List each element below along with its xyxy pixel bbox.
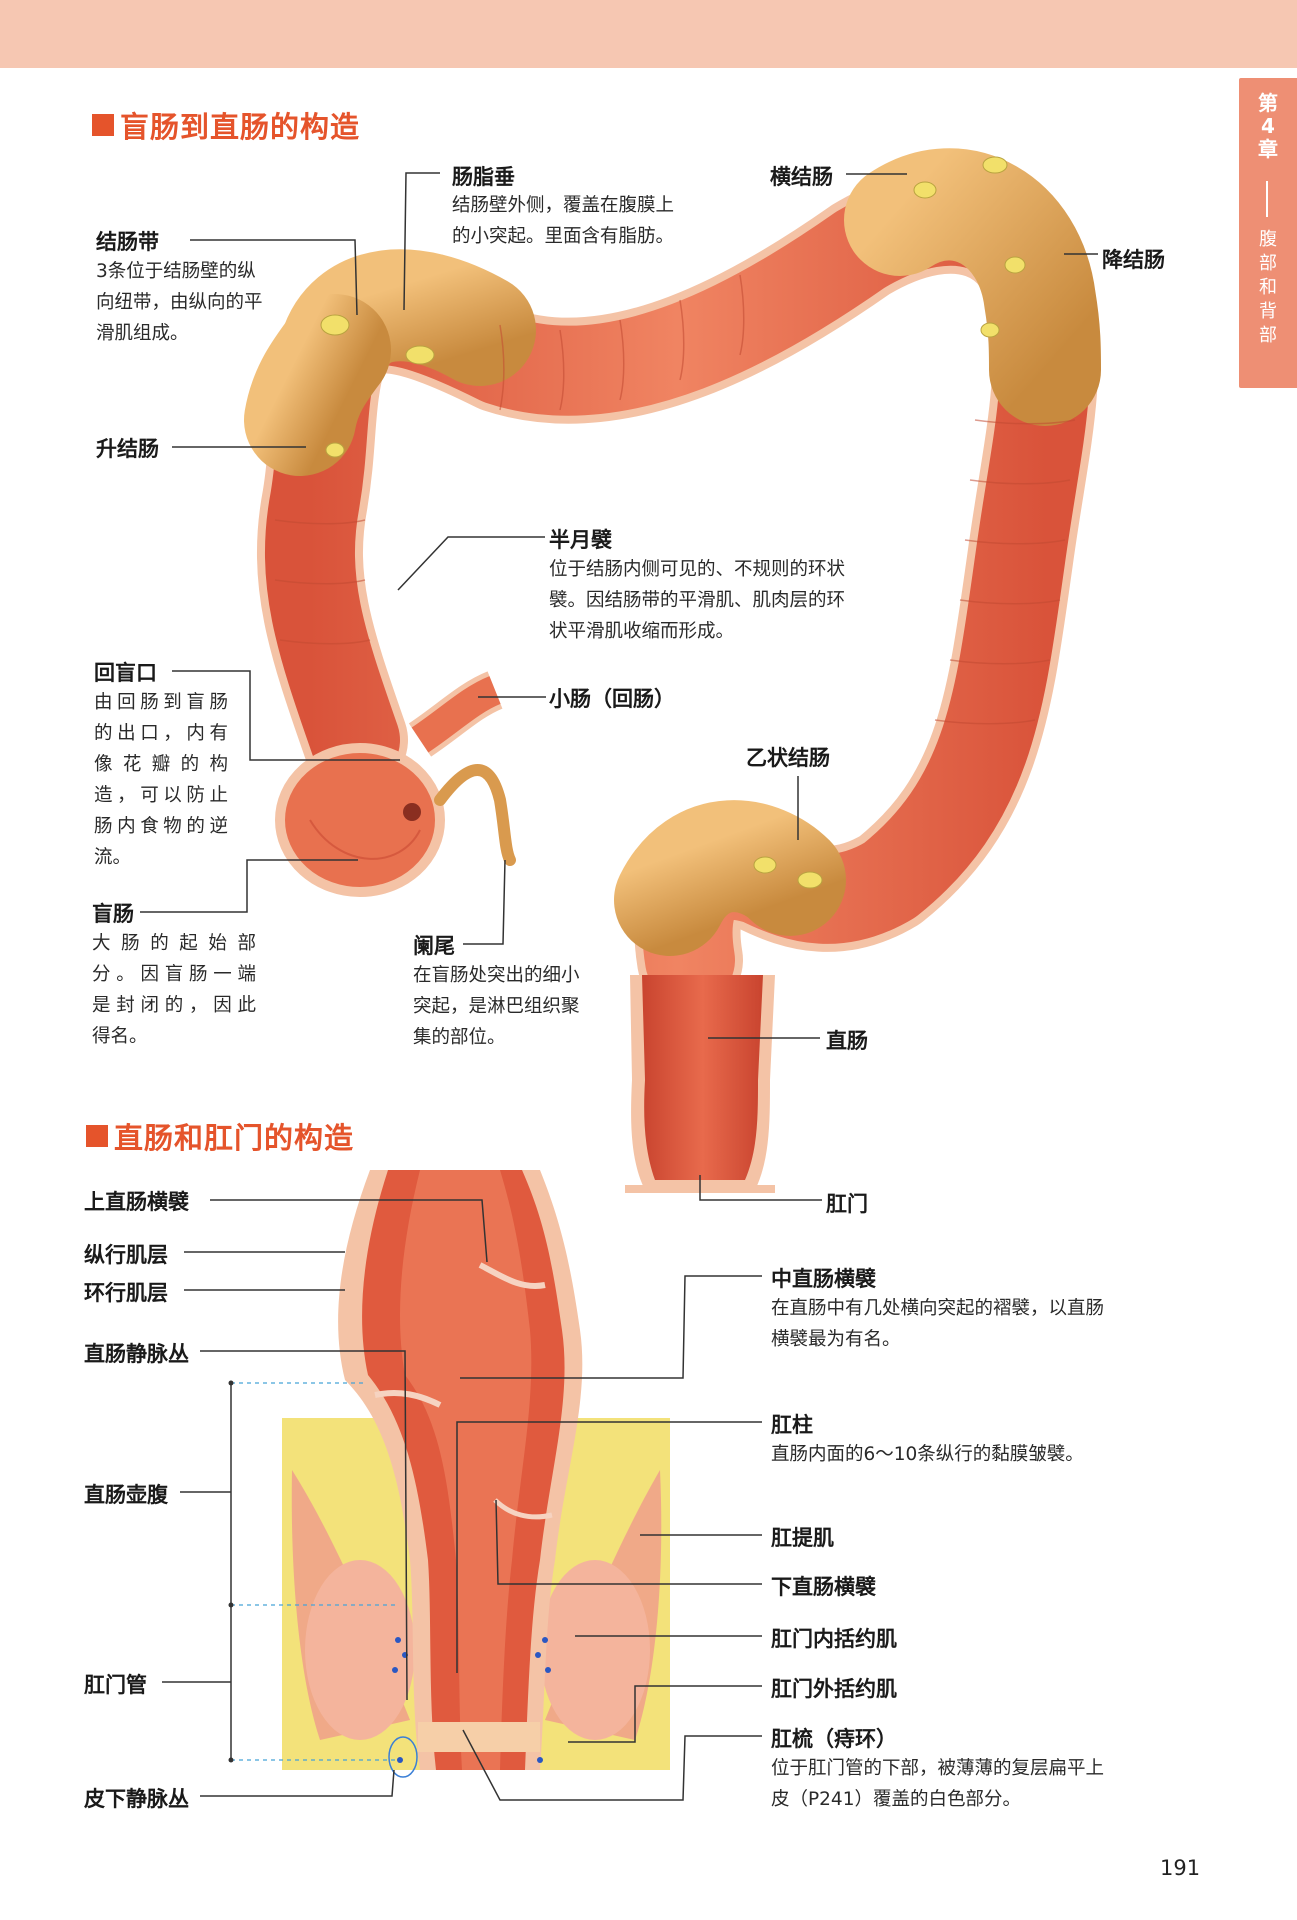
label-pecten-analis: 肛梳（痔环） <box>771 1727 897 1751</box>
label-middle-transverse-fold: 中直肠横襞 <box>771 1267 876 1291</box>
desc-ileocecal-orifice: 由回肠到盲肠 的出口，内有 像花瓣的构 造，可以防止 肠内食物的逆 流。 <box>94 692 228 868</box>
label-semilunar-folds: 半月襞 <box>549 528 612 552</box>
desc-semilunar-folds: 位于结肠内侧可见的、不规则的环状 襞。因结肠带的平滑肌、肌肉层的环 状平滑肌收缩… <box>549 559 846 642</box>
anal-canal-diagram <box>228 1170 670 1778</box>
label-ascending-colon: 升结肠 <box>96 437 159 461</box>
label-anal-columns: 肛柱 <box>771 1413 813 1437</box>
label-levator-ani: 肛提肌 <box>771 1526 834 1550</box>
label-epiploic-appendages: 肠脂垂 <box>452 165 515 189</box>
label-external-anal-sphincter: 肛门外括约肌 <box>771 1677 897 1701</box>
desc-pecten-analis: 位于肛门管的下部，被薄薄的复层扁平上 皮（P241）覆盖的白色部分。 <box>771 1758 1105 1810</box>
label-ileocecal-orifice: 回盲口 <box>94 661 157 685</box>
leader-lines <box>140 172 1098 1801</box>
cecum-diagram <box>275 671 516 897</box>
label-rectal-ampulla: 直肠壶腹 <box>84 1483 168 1507</box>
label-sigmoid-colon: 乙状结肠 <box>746 746 830 770</box>
label-longitudinal-muscle: 纵行肌层 <box>84 1243 168 1267</box>
desc-epiploic-appendages: 结肠壁外侧，覆盖在腹膜上 的小突起。里面含有脂肪。 <box>452 195 675 247</box>
desc-appendix: 在盲肠处突出的细小 突起，是淋巴组织聚 集的部位。 <box>413 965 580 1048</box>
label-descending-colon: 降结肠 <box>1102 248 1165 272</box>
chapter-tab: 第 4 章 腹 部 和 背 部 <box>1239 78 1297 388</box>
page-number: 191 <box>1160 1856 1201 1880</box>
label-rectum: 直肠 <box>826 1029 868 1053</box>
label-appendix: 阑尾 <box>413 934 455 958</box>
label-taeniae-coli: 结肠带 <box>96 230 159 254</box>
label-transverse-colon: 横结肠 <box>770 165 833 189</box>
top-band <box>0 0 1297 68</box>
colon-folds <box>274 274 1076 725</box>
label-subcutaneous-venous-plexus: 皮下静脉丛 <box>84 1787 189 1811</box>
label-cecum: 盲肠 <box>92 902 134 926</box>
label-circular-muscle: 环行肌层 <box>84 1281 168 1305</box>
label-internal-anal-sphincter: 肛门内括约肌 <box>771 1627 897 1651</box>
chapter-section-name: 腹 部 和 背 部 <box>1259 229 1277 346</box>
chapter-number: 第 4 章 <box>1258 91 1278 161</box>
label-inferior-transverse-fold: 下直肠横襞 <box>771 1575 876 1599</box>
label-small-intestine: 小肠（回肠） <box>549 687 675 711</box>
label-rectal-venous-plexus: 直肠静脉丛 <box>84 1342 189 1366</box>
fat-appendages <box>320 156 1026 889</box>
desc-anal-columns: 直肠内面的6～10条纵行的黏膜皱襞。 <box>771 1444 1084 1465</box>
label-anal-canal: 肛门管 <box>84 1673 147 1697</box>
rectum-diagram <box>625 975 775 1193</box>
title-square-marker <box>92 114 114 136</box>
section-title-rectum-anus: 直肠和肛门的构造 <box>86 1115 354 1157</box>
label-anus: 肛门 <box>826 1192 868 1216</box>
desc-cecum: 大肠的起始部 分。因盲肠一端 是封闭的，因此 得名。 <box>92 933 256 1047</box>
tab-divider <box>1266 181 1268 217</box>
title-square-marker <box>86 1125 108 1147</box>
section-title-cecum-to-rectum: 盲肠到直肠的构造 <box>92 104 360 146</box>
desc-middle-transverse-fold: 在直肠中有几处横向突起的褶襞，以直肠 横襞最为有名。 <box>771 1298 1105 1350</box>
label-superior-transverse-fold: 上直肠横襞 <box>84 1190 189 1214</box>
desc-taeniae-coli: 3条位于结肠壁的纵 向纽带，由纵向的平 滑肌组成。 <box>96 261 263 344</box>
